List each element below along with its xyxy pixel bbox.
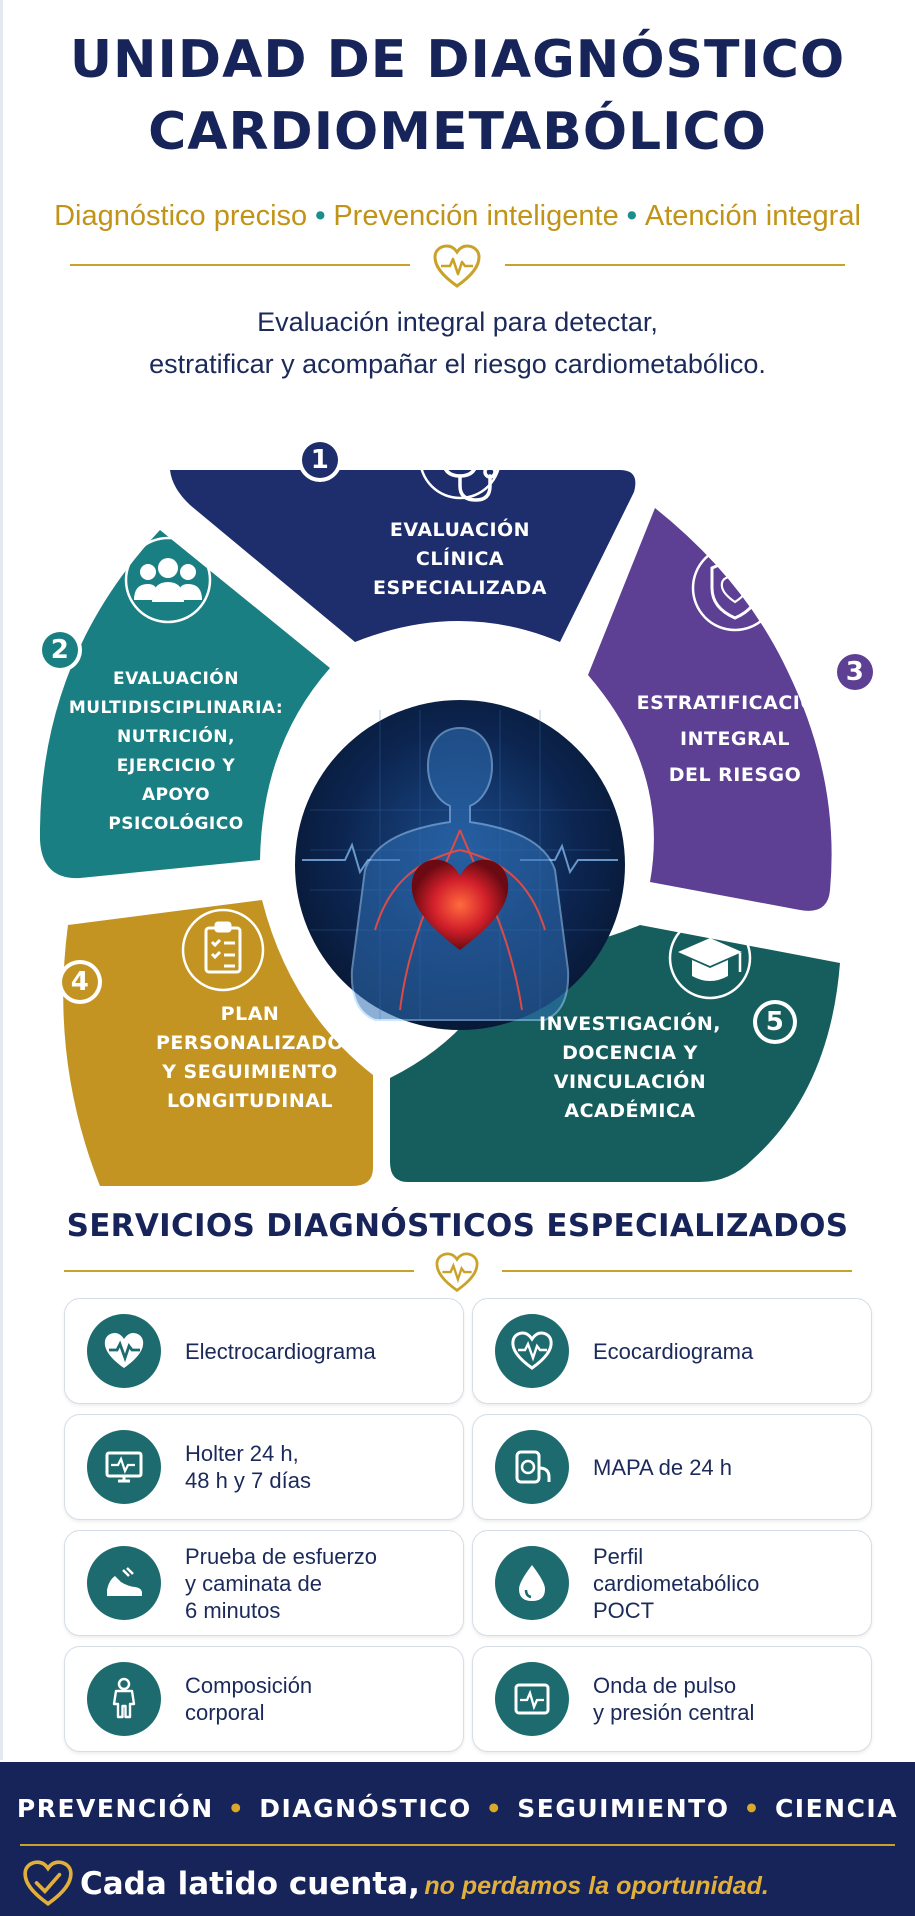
heart-outline-ecg-icon [495,1314,569,1388]
segment-number-1: 1 [310,445,330,475]
service-card-composicion-corporal: Composición corporal [64,1646,464,1752]
intro-line2: estratificar y acompañar el riesgo cardi… [149,349,766,379]
pillar-item: PREVENCIÓN [16,1794,214,1823]
footer-divider [20,1844,895,1846]
pillar-separator: • [743,1794,761,1823]
clipboard-icon [181,908,265,992]
service-label: y caminata de [185,1570,322,1596]
service-label: Prueba de esfuerzo [185,1543,378,1569]
services-divider-left [64,1270,414,1272]
tagline: Diagnóstico preciso•Prevención inteligen… [0,200,915,233]
service-label: Ecocardiograma [593,1338,754,1364]
tagline-separator: • [626,200,637,232]
pillar-separator: • [227,1794,246,1823]
service-label: corporal [185,1700,265,1725]
heart-ecg-icon [87,1314,161,1388]
intro-line1: Evaluación integral para detectar, [257,307,658,337]
service-label: Holter 24 h, [185,1441,299,1466]
segment-number-3: 3 [845,657,865,687]
pillar-separator: • [485,1794,504,1823]
page-title-line2: CARDIOMETABÓLICO [148,102,767,162]
stethoscope-icon [418,416,502,502]
service-label: 48 h y 7 días [185,1468,311,1493]
running-shoe-icon [87,1546,161,1620]
process-wheel-graphic [40,416,877,1186]
segment-number-5: 5 [765,1007,785,1037]
segment-number-badge-4 [58,960,102,1004]
footer-banner: PREVENCIÓN • DIAGNÓSTICO • SEGUIMIENTO • CIENC… [0,1762,915,1916]
service-label: MAPA de 24 h [593,1454,733,1480]
heart-graphic [411,859,509,950]
service-label: Electrocardiograma [185,1338,376,1364]
group-icon [124,536,212,624]
drop-icon [495,1546,569,1620]
wheel-segment-3 [588,508,832,911]
segment-number-2: 2 [50,635,70,665]
pillar-item: SEGUIMIENTO [517,1794,730,1823]
pillar-item: CIENCIA [774,1794,899,1823]
services-title: SERVICIOS DIAGNÓSTICOS ESPECIALIZADOS [66,1208,849,1244]
segment-number-badge-5 [753,1000,797,1044]
segment-label-1: EVALUACIÓN CLÍNICA ESPECIALIZADA [373,519,547,599]
body-icon [87,1662,161,1736]
tagline-item: Prevención inteligente [333,200,619,232]
service-label: cardiometabólico [593,1570,760,1596]
segment-label-5: INVESTIGACIÓN, DOCENCIA Y VINCULACIÓN AC… [539,1013,721,1122]
footer-slogan: Cada latido cuenta, no perdamos la oport… [80,1866,769,1902]
footer-pillars: PREVENCIÓN • DIAGNÓSTICO • SEGUIMIENTO • CIENC… [0,1794,915,1823]
service-card-holter: Holter 24 h, 48 h y 7 días [64,1414,464,1520]
wheel-segment-1 [170,470,636,642]
shield-heart-icon [691,544,779,632]
service-label: y presión central [593,1700,755,1725]
slogan-main: Cada latido cuenta, [80,1866,420,1902]
service-card-electrocardiograma: Electrocardiograma [64,1298,464,1404]
segment-label-2: EVALUACIÓN MULTIDISCIPLINARIA: NUTRICIÓN… [68,669,284,834]
tagline-item: Diagnóstico preciso [54,200,308,232]
process-wheel: 1 2 3 4 5 EVALUACIÓN CLÍNICA ESPECIALIZA… [40,410,880,1200]
service-card-ecocardiograma: Ecocardiograma [472,1298,872,1404]
service-card-mapa: MAPA de 24 h [472,1414,872,1520]
services-divider-right [502,1270,852,1272]
tagline-separator: • [315,200,326,232]
service-card-prueba-esfuerzo: Prueba de esfuerzo y caminata de 6 minut… [64,1530,464,1636]
segment-label-4: PLAN PERSONALIZADO Y SEGUIMIENTO LONGITU… [155,1003,345,1112]
page-edge [0,0,3,1760]
service-label: 6 minutos [185,1597,281,1623]
blood-pressure-icon [495,1430,569,1504]
services-heart-pulse-icon [435,1252,479,1293]
monitor-icon [87,1430,161,1504]
wheel-segment-2 [40,530,330,879]
tagline-item: Atención integral [644,200,861,232]
service-label: POCT [593,1597,655,1623]
segment-number-badge-1 [298,438,342,482]
segment-number-4: 4 [70,967,90,997]
service-card-perfil-cardiometabolico: Perfil cardiometabólico POCT [472,1530,872,1636]
slogan-accent: no perdamos la oportunidad. [424,1872,769,1900]
pillar-item: DIAGNÓSTICO [259,1794,472,1823]
segment-number-badge-3 [833,650,877,694]
service-label: Onda de pulso [593,1673,737,1698]
graduation-cap-icon [668,916,752,1000]
page-title-line1: UNIDAD DE DIAGNÓSTICO [69,30,846,90]
segment-number-badge-2 [40,628,82,672]
divider-left [70,264,410,266]
divider-right [505,264,845,266]
heart-pulse-icon [433,244,481,288]
footer-heart-check-icon [23,1860,73,1906]
pulse-monitor-icon [495,1662,569,1736]
service-card-onda-pulso: Onda de pulso y presión central [472,1646,872,1752]
service-label: Perfil [593,1543,644,1569]
service-label: Composición [185,1673,313,1698]
wheel-segment-4 [63,900,374,1186]
segment-label-3: ESTRATIFICACIÓN INTEGRAL DEL RIESGO [636,692,834,786]
